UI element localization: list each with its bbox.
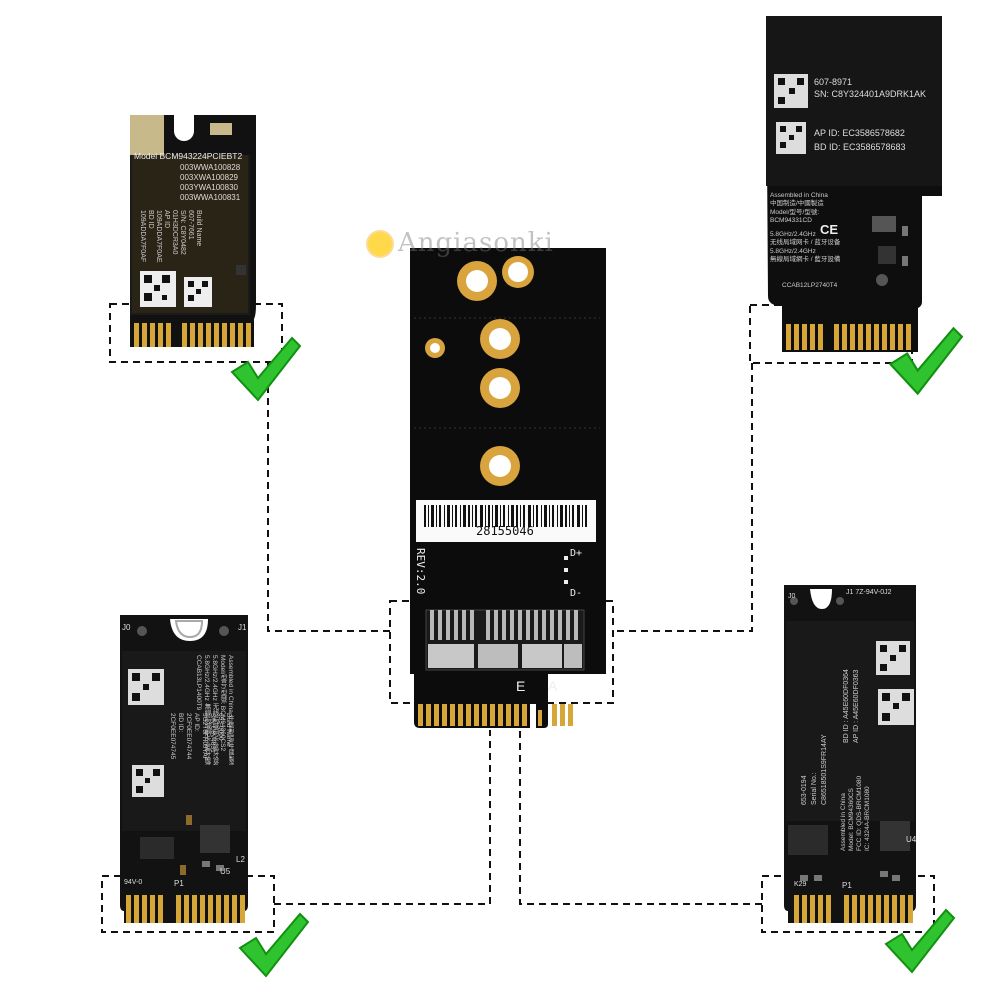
bl-p1: P1 bbox=[174, 879, 184, 888]
card-bottom-left: J0 J1 Assembled in China 中国制造/中國製造 Model… bbox=[116, 615, 252, 925]
tl-line-2: 003XWA100829 bbox=[180, 173, 238, 182]
bl-build-4: 3G2T6FH0JYAF bbox=[201, 713, 208, 761]
br-bd-id: BD ID : A45E60DF0364 bbox=[843, 669, 850, 743]
tr-ap-id: AP ID: EC3586578682 bbox=[814, 128, 905, 138]
path-bottom-left bbox=[274, 730, 491, 905]
bl-build-8: 2CF0EE074745 bbox=[169, 713, 176, 760]
br-p1: P1 bbox=[842, 881, 852, 890]
bl-code: 94V-0 bbox=[124, 879, 143, 886]
bl-line-4: 5.8GHz/2.4GHz 無線局域網卡/藍牙設備 bbox=[203, 655, 210, 765]
adapter-pin-dplus: D+ bbox=[570, 548, 583, 559]
card-top-right: 607-8971 SN: C8Y324401A9DRK1AK AP ID: EC… bbox=[762, 16, 946, 356]
adapter-barcode-number: 28155046 bbox=[476, 524, 534, 538]
bl-j1: J1 bbox=[238, 623, 247, 632]
bl-line-5: CCAB13LP1400T9 bbox=[195, 655, 202, 711]
tr-ce-mark: CE bbox=[820, 222, 839, 237]
tl-rot-6: 109ADDA7F0AE bbox=[155, 210, 162, 263]
adapter-rev-label: REV:2.0 bbox=[414, 548, 427, 595]
card-bottom-right: J1 7Z-94V-0J2 J0 AP ID : A45E60DF0363 BD… bbox=[780, 585, 920, 925]
tl-rot-4: 01H3DCR3A0 bbox=[171, 210, 178, 255]
br-k29: K29 bbox=[794, 881, 807, 888]
bl-build-6: 2CF0EE074744 bbox=[185, 713, 192, 760]
tl-rot-1: Build Name bbox=[195, 210, 202, 247]
check-icon bbox=[888, 326, 964, 396]
card-top-left: Model BCM943224PCIEBT2 003WWA100828 003X… bbox=[126, 115, 260, 355]
br-j0: J0 bbox=[788, 593, 796, 600]
path-top-left bbox=[267, 362, 392, 632]
bl-u5: U5 bbox=[220, 867, 231, 876]
tl-rot-7: BD ID bbox=[147, 210, 154, 229]
check-icon bbox=[884, 908, 956, 974]
bl-build-2: 653-0000 bbox=[217, 713, 224, 741]
tr-fcc: CCAB12LP2740T4 bbox=[782, 282, 838, 289]
smiley-icon bbox=[368, 232, 392, 256]
adapter-pin-dminus: D- bbox=[570, 588, 583, 599]
adapter-key-a: A bbox=[548, 678, 558, 694]
br-part: 653-0194 bbox=[801, 775, 808, 805]
check-icon bbox=[230, 336, 302, 402]
tr-cn3: 無線局域網卡 / 藍牙設備 bbox=[770, 256, 841, 264]
path-top-right bbox=[614, 363, 753, 632]
tl-rot-5: AP ID bbox=[163, 210, 170, 229]
bl-line-3: 5.8GHz/2.4GHz 无线局域网卡/蓝牙设备 bbox=[211, 655, 218, 765]
tr-freq1: 5.8GHz/2.4GHz bbox=[770, 231, 816, 239]
tr-sn: SN: C8Y324401A9DRK1AK bbox=[814, 89, 927, 99]
br-assembled: Assembled in China bbox=[840, 793, 847, 851]
tr-bd-id: BD ID: EC3586578683 bbox=[814, 142, 906, 152]
adapter-key-e: E bbox=[516, 678, 526, 694]
tr-model: BCM94331CD bbox=[770, 216, 812, 224]
tl-model: Model BCM943224PCIEBT2 bbox=[134, 151, 243, 161]
br-serial-label: Serial No.: bbox=[811, 772, 818, 805]
br-header: J1 7Z-94V-0J2 bbox=[846, 589, 892, 596]
tl-rot-8: 109ADDA7F0AF bbox=[139, 210, 146, 263]
bl-build-3: S/N:C8V4831 bbox=[209, 713, 216, 753]
bl-line-1: Assembled in China 中国制造/中國製造 bbox=[227, 655, 234, 765]
bl-j0: J0 bbox=[122, 623, 131, 632]
tr-assembled: Assembled in China bbox=[770, 192, 828, 199]
br-serial: C86518501S9FR14AY bbox=[821, 734, 828, 805]
watermark-text: Angiasonki bbox=[398, 228, 554, 258]
bl-line-2: Model/型号/型號: BCM94360CS2 bbox=[219, 655, 226, 752]
br-fcc: FCC ID: QDS-BRCM1080 bbox=[856, 775, 863, 851]
tr-freq2: 5.8GHz/2.4GHz bbox=[770, 247, 816, 255]
tr-part: 607-8971 bbox=[814, 77, 853, 87]
tl-line-3: 003YWA100830 bbox=[180, 183, 238, 192]
bl-l2: L2 bbox=[236, 855, 245, 864]
check-icon bbox=[238, 912, 310, 978]
bl-build-5: AP ID: bbox=[193, 713, 200, 732]
tl-rot-2: 607-7661 bbox=[187, 210, 194, 240]
tr-cn1: 中国制造/中國製造 bbox=[770, 200, 824, 208]
path-bottom-right bbox=[519, 730, 762, 905]
br-u4: U4 bbox=[906, 835, 917, 844]
br-ap-id: AP ID : A45E60DF0363 bbox=[853, 669, 860, 743]
highlight-box-top-right bbox=[749, 304, 913, 364]
tr-cn2: 无线局域网卡 / 蓝牙设备 bbox=[770, 239, 841, 247]
bl-build-1: Build Name bbox=[225, 713, 232, 747]
tl-line-4: 003WWA100831 bbox=[180, 193, 241, 202]
bl-build-7: BD ID: bbox=[177, 713, 184, 733]
adapter-board: 28155046 REV:2.0 D+ D- E A bbox=[400, 248, 616, 738]
watermark: Angiasonki bbox=[368, 228, 554, 258]
br-ic: IC: 4324A-BRCM1080 bbox=[864, 786, 871, 851]
tl-rot-3: S/N: C8Y0482 bbox=[179, 210, 186, 255]
tr-model-cn: Model/型号/型號: bbox=[770, 208, 820, 216]
tl-line-1: 003WWA100828 bbox=[180, 163, 241, 172]
br-model: Model: BCM94360CS bbox=[848, 788, 855, 851]
